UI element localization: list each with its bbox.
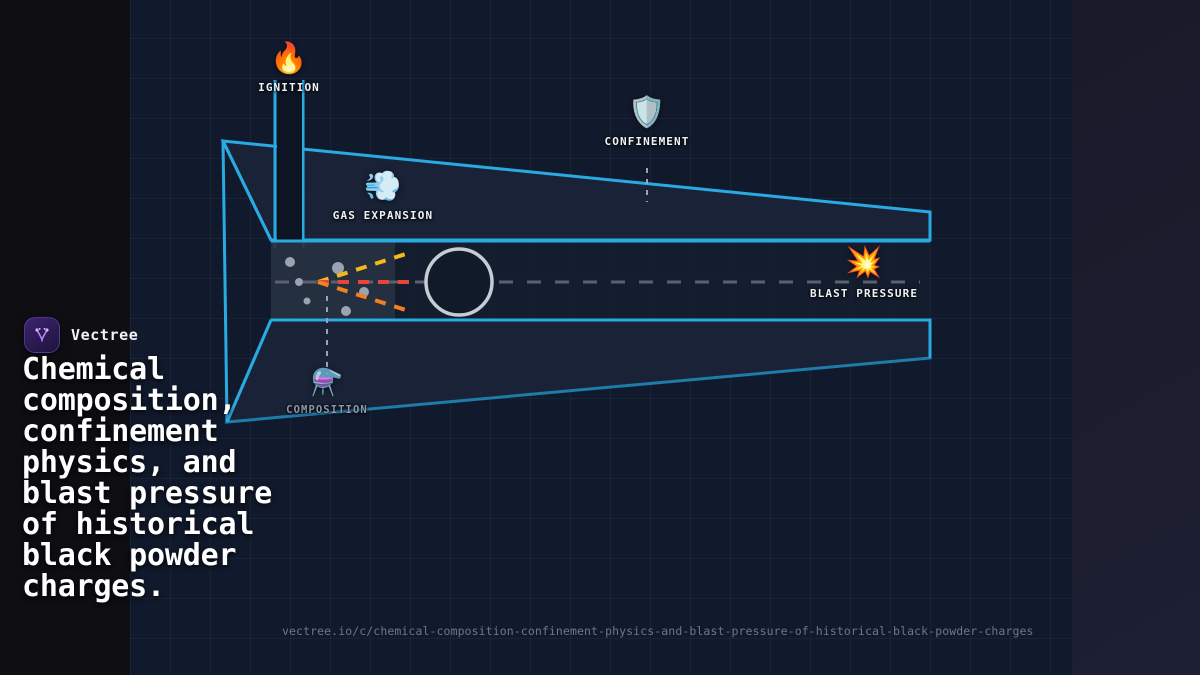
funnel-diagonal-top xyxy=(221,140,273,241)
ignition-stack xyxy=(273,80,305,248)
left-wall-line xyxy=(221,140,229,423)
core-circle xyxy=(424,247,494,317)
node-composition-label: COMPOSITION xyxy=(286,404,368,416)
node-confinement[interactable]: 🛡️ CONFINEMENT xyxy=(604,95,690,149)
source-url: vectree.io/c/chemical-composition-confin… xyxy=(282,624,1034,638)
brand-name: Vectree xyxy=(71,326,139,344)
blast-ray-down xyxy=(317,280,413,314)
node-confinement-label: CONFINEMENT xyxy=(604,135,690,148)
blast-ray-up xyxy=(317,250,413,284)
node-gas-expansion[interactable]: 💨 GAS EXPANSION xyxy=(332,169,434,223)
fire-icon: 🔥 xyxy=(270,41,308,76)
ignition-stack-fill xyxy=(277,80,302,248)
alembic-icon: ⚗️ xyxy=(310,368,344,398)
node-ignition[interactable]: 🔥 IGNITION xyxy=(258,41,320,95)
powder-particles xyxy=(285,257,369,316)
vectree-logo-icon xyxy=(24,317,60,353)
headline: Chemical composition, confinement physic… xyxy=(22,352,273,604)
node-blast-pressure-label: BLAST PRESSURE xyxy=(809,287,919,300)
brand-lockup[interactable]: Vectree xyxy=(24,317,138,353)
right-gradient-panel xyxy=(1072,0,1200,675)
node-ignition-label: IGNITION xyxy=(258,81,320,94)
upper-chamber-shape xyxy=(220,139,932,242)
node-blast-pressure[interactable]: 💥 BLAST PRESSURE xyxy=(809,245,919,301)
left-dark-panel xyxy=(0,0,130,675)
shield-icon: 🛡️ xyxy=(628,95,666,130)
node-composition[interactable]: ⚗️ COMPOSITION xyxy=(286,370,368,416)
explosion-icon: 💥 xyxy=(845,245,883,280)
gas-cloud-icon: 💨 xyxy=(364,169,402,204)
node-gas-expansion-label: GAS EXPANSION xyxy=(332,209,434,222)
funnel-diagonal-bottom xyxy=(225,319,273,423)
